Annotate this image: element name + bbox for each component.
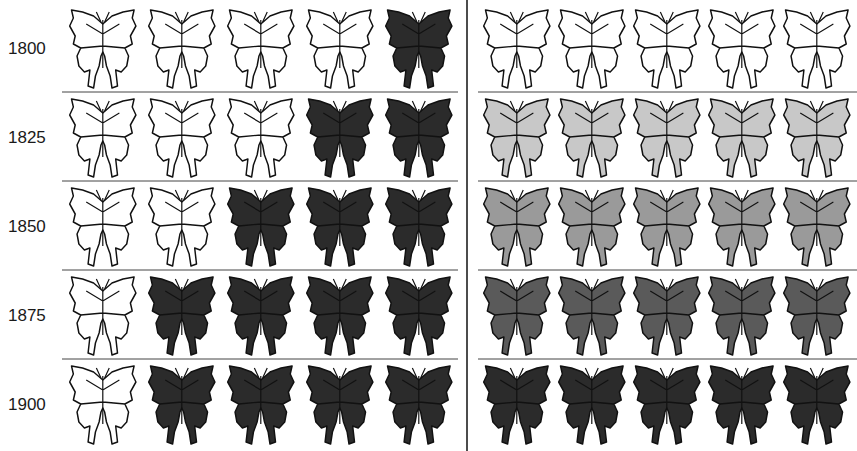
divider-line (466, 0, 468, 451)
row-separator (478, 92, 857, 93)
butterfly-figure (784, 10, 850, 88)
year-label: 1900 (0, 360, 60, 449)
butterfly-figure (149, 277, 215, 355)
butterfly-figure (634, 188, 700, 266)
butterfly-figure (634, 277, 700, 355)
butterfly-figure (484, 366, 550, 444)
butterfly-figure (709, 99, 775, 177)
butterfly-figure (559, 99, 625, 177)
butterfly-figure (149, 188, 215, 266)
row-separator (62, 92, 458, 93)
butterfly-figure (709, 277, 775, 355)
butterfly-figure (70, 10, 136, 88)
butterfly-figure (709, 366, 775, 444)
butterfly-figure (634, 366, 700, 444)
butterfly-figure (386, 10, 452, 88)
butterfly-figure (149, 99, 215, 177)
year-label: 1825 (0, 93, 60, 182)
butterfly-figure (228, 277, 294, 355)
butterfly-figure (484, 10, 550, 88)
butterfly-figure (228, 188, 294, 266)
butterfly-figure (386, 366, 452, 444)
year-label: 1875 (0, 271, 60, 360)
butterfly-figure (386, 277, 452, 355)
butterfly-figure (484, 188, 550, 266)
butterfly-figure (784, 366, 850, 444)
butterfly-figure (634, 10, 700, 88)
butterfly-figure (386, 99, 452, 177)
butterfly-figure (559, 188, 625, 266)
butterfly-figure (149, 366, 215, 444)
butterfly-figure (307, 277, 373, 355)
butterfly-figure (307, 10, 373, 88)
butterfly-figure (484, 277, 550, 355)
butterfly-figure (386, 188, 452, 266)
butterfly-figure (634, 99, 700, 177)
butterfly-figure (149, 10, 215, 88)
butterfly-figure (484, 99, 550, 177)
butterfly-figure (70, 366, 136, 444)
butterfly-figure (784, 188, 850, 266)
butterfly-figure (784, 277, 850, 355)
row-separator (62, 359, 458, 360)
butterfly-figure (307, 99, 373, 177)
year-label: 1800 (0, 4, 60, 93)
butterfly-figure (559, 10, 625, 88)
butterfly-figure (228, 10, 294, 88)
row-separator (478, 181, 857, 182)
butterfly-figure (228, 99, 294, 177)
butterfly-figure (70, 99, 136, 177)
row-separator (478, 359, 857, 360)
row-separator (478, 270, 857, 271)
butterfly-figure (228, 366, 294, 444)
row-separator (62, 181, 458, 182)
row-separator (62, 270, 458, 271)
butterfly-figure (70, 277, 136, 355)
butterfly-figure (70, 188, 136, 266)
butterfly-figure (784, 99, 850, 177)
butterfly-figure (307, 366, 373, 444)
butterfly-figure (307, 188, 373, 266)
butterfly-figure (559, 366, 625, 444)
butterfly-figure (559, 277, 625, 355)
butterfly-figure (709, 10, 775, 88)
year-label: 1850 (0, 182, 60, 271)
butterfly-figure (709, 188, 775, 266)
